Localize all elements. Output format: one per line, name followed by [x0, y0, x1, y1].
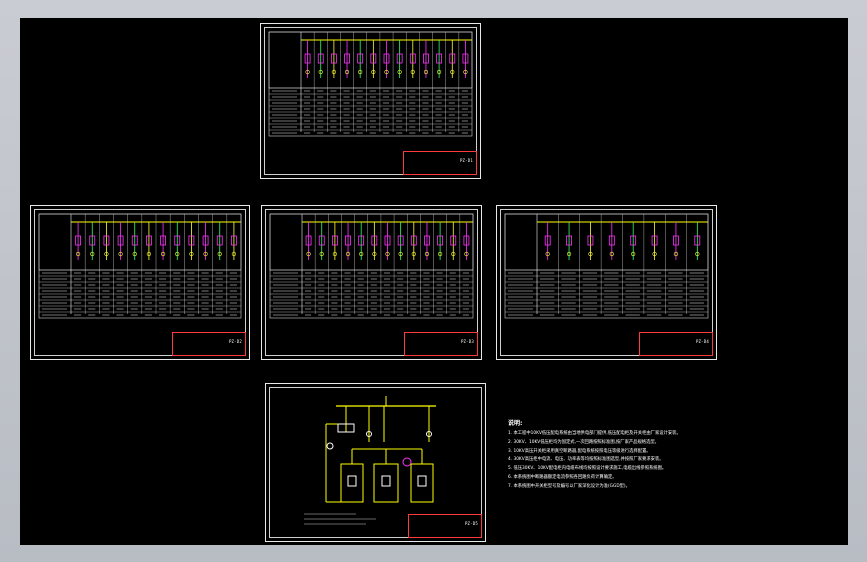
note-line: 7. 本系统图中开关柜型号及编号以厂家深化设计为准(GGD型)。 — [508, 483, 630, 489]
sheet-inner-border — [264, 27, 477, 175]
single-line-diagram-art — [38, 213, 242, 319]
title-block-text: PZ-D2 — [228, 339, 242, 344]
note-line: 2. 30KV、10KV低压柜均为固定式,一次回路按照标准图,按厂家产品规格选型… — [508, 439, 659, 445]
title-block: PZ-D2 — [172, 332, 246, 356]
system-diagram-art — [304, 396, 436, 525]
sheet-inner-border — [34, 209, 246, 356]
sheet-inner-border — [269, 387, 482, 538]
note-line: 6. 本系统图中断路器额定电流参照各回路负荷计算确定。 — [508, 474, 617, 480]
title-block-text: PZ-D3 — [460, 339, 474, 344]
title-block-text: PZ-D1 — [459, 158, 473, 163]
title-block-text: PZ-D4 — [695, 339, 709, 344]
design-notes: 说明: 1. 本工程中10KV低压配电系统由当地供电部门提供,低压配电柜及开关柜… — [508, 418, 848, 492]
title-block: PZ-D3 — [404, 332, 478, 356]
cad-model-space[interactable]: PZ-D1 PZ-D2 PZ-D3 PZ-D4 — [20, 18, 848, 545]
title-block: PZ-D1 — [403, 151, 477, 175]
drawing-sheet-system[interactable]: PZ-D5 — [265, 383, 486, 542]
single-line-diagram-art — [504, 213, 709, 319]
single-line-diagram-art — [268, 31, 473, 137]
note-line: 4. 30KV高压柜中电流、电压、功率表等均按照标准图选型,并按照厂家要求安装。 — [508, 457, 664, 463]
note-line: 5. 低压30KV、10KV配电柜内电缆布线均按照设计要求施工,电缆出线参照系统… — [508, 466, 667, 472]
notes-title: 说明: — [508, 420, 523, 427]
title-block-text: PZ-D5 — [464, 521, 478, 526]
sheet-inner-border — [265, 209, 478, 356]
drawing-sheet-right[interactable]: PZ-D4 — [496, 205, 717, 360]
drawing-sheet-left[interactable]: PZ-D2 — [30, 205, 250, 360]
sheet-inner-border — [500, 209, 713, 356]
drawing-sheet-top[interactable]: PZ-D1 — [260, 23, 481, 179]
title-block: PZ-D4 — [639, 332, 713, 356]
note-line: 3. 10KV高压开关柜采用真空断路器,配电系统按照电压等级进行选择配置。 — [508, 448, 651, 454]
title-block: PZ-D5 — [408, 514, 482, 538]
drawing-sheet-middle[interactable]: PZ-D3 — [261, 205, 482, 360]
note-line: 1. 本工程中10KV低压配电系统由当地供电部门提供,低压配电柜及开关柜由厂家设… — [508, 431, 681, 436]
single-line-diagram-art — [269, 213, 474, 319]
